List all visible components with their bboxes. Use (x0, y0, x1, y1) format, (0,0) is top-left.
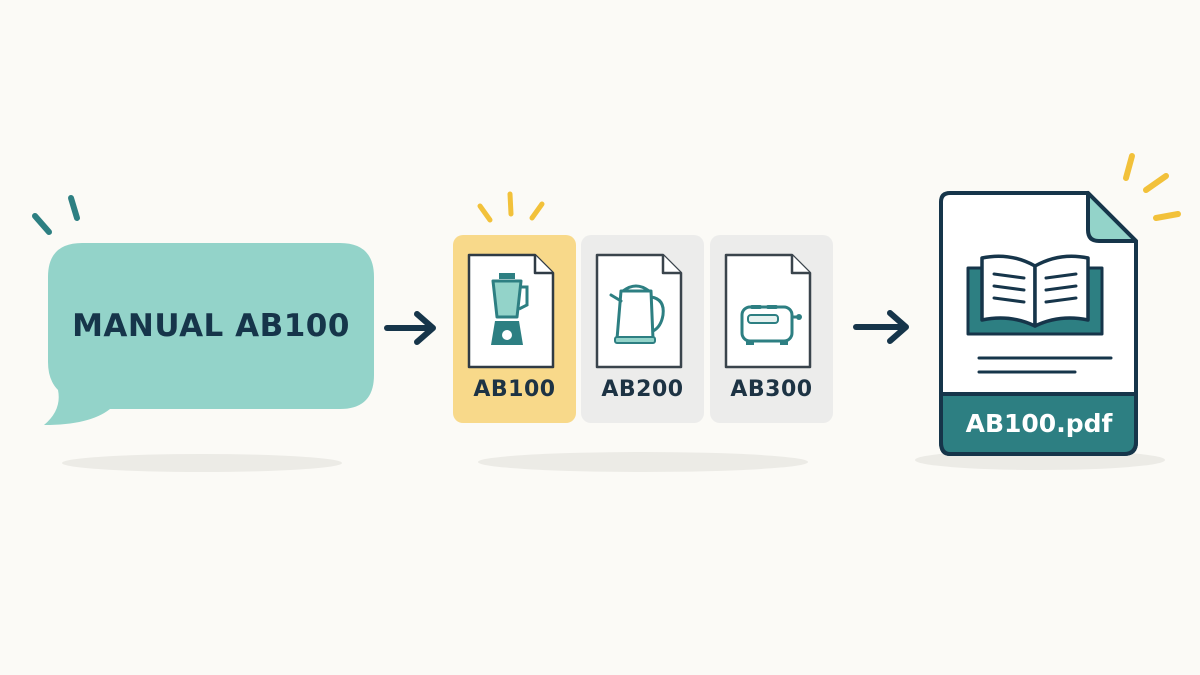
candidate-card-ab100[interactable]: AB100 (453, 235, 576, 423)
toaster-icon (724, 253, 812, 369)
open-book-icon (966, 254, 1104, 336)
candidate-label: AB200 (601, 377, 684, 402)
selected-sparkle-icon (477, 191, 545, 223)
document-sparkle-icon (1123, 153, 1181, 221)
arrow-right-icon (853, 310, 909, 344)
request-text: MANUAL AB100 (72, 308, 350, 344)
blender-icon (467, 253, 555, 369)
speech-bubble (44, 243, 374, 425)
candidate-label: AB100 (473, 377, 556, 402)
arrow-right-icon (384, 311, 436, 345)
cards-shadow (478, 452, 808, 472)
bubble-shadow (62, 454, 342, 472)
kettle-icon (595, 253, 683, 369)
candidate-card-ab200[interactable]: AB200 (581, 235, 704, 423)
result-filename: AB100.pdf (965, 408, 1113, 438)
document-text-lines (977, 356, 1113, 374)
candidate-label: AB300 (730, 377, 813, 402)
bubble-sparkle-icon (32, 195, 80, 235)
candidate-card-ab300[interactable]: AB300 (710, 235, 833, 423)
